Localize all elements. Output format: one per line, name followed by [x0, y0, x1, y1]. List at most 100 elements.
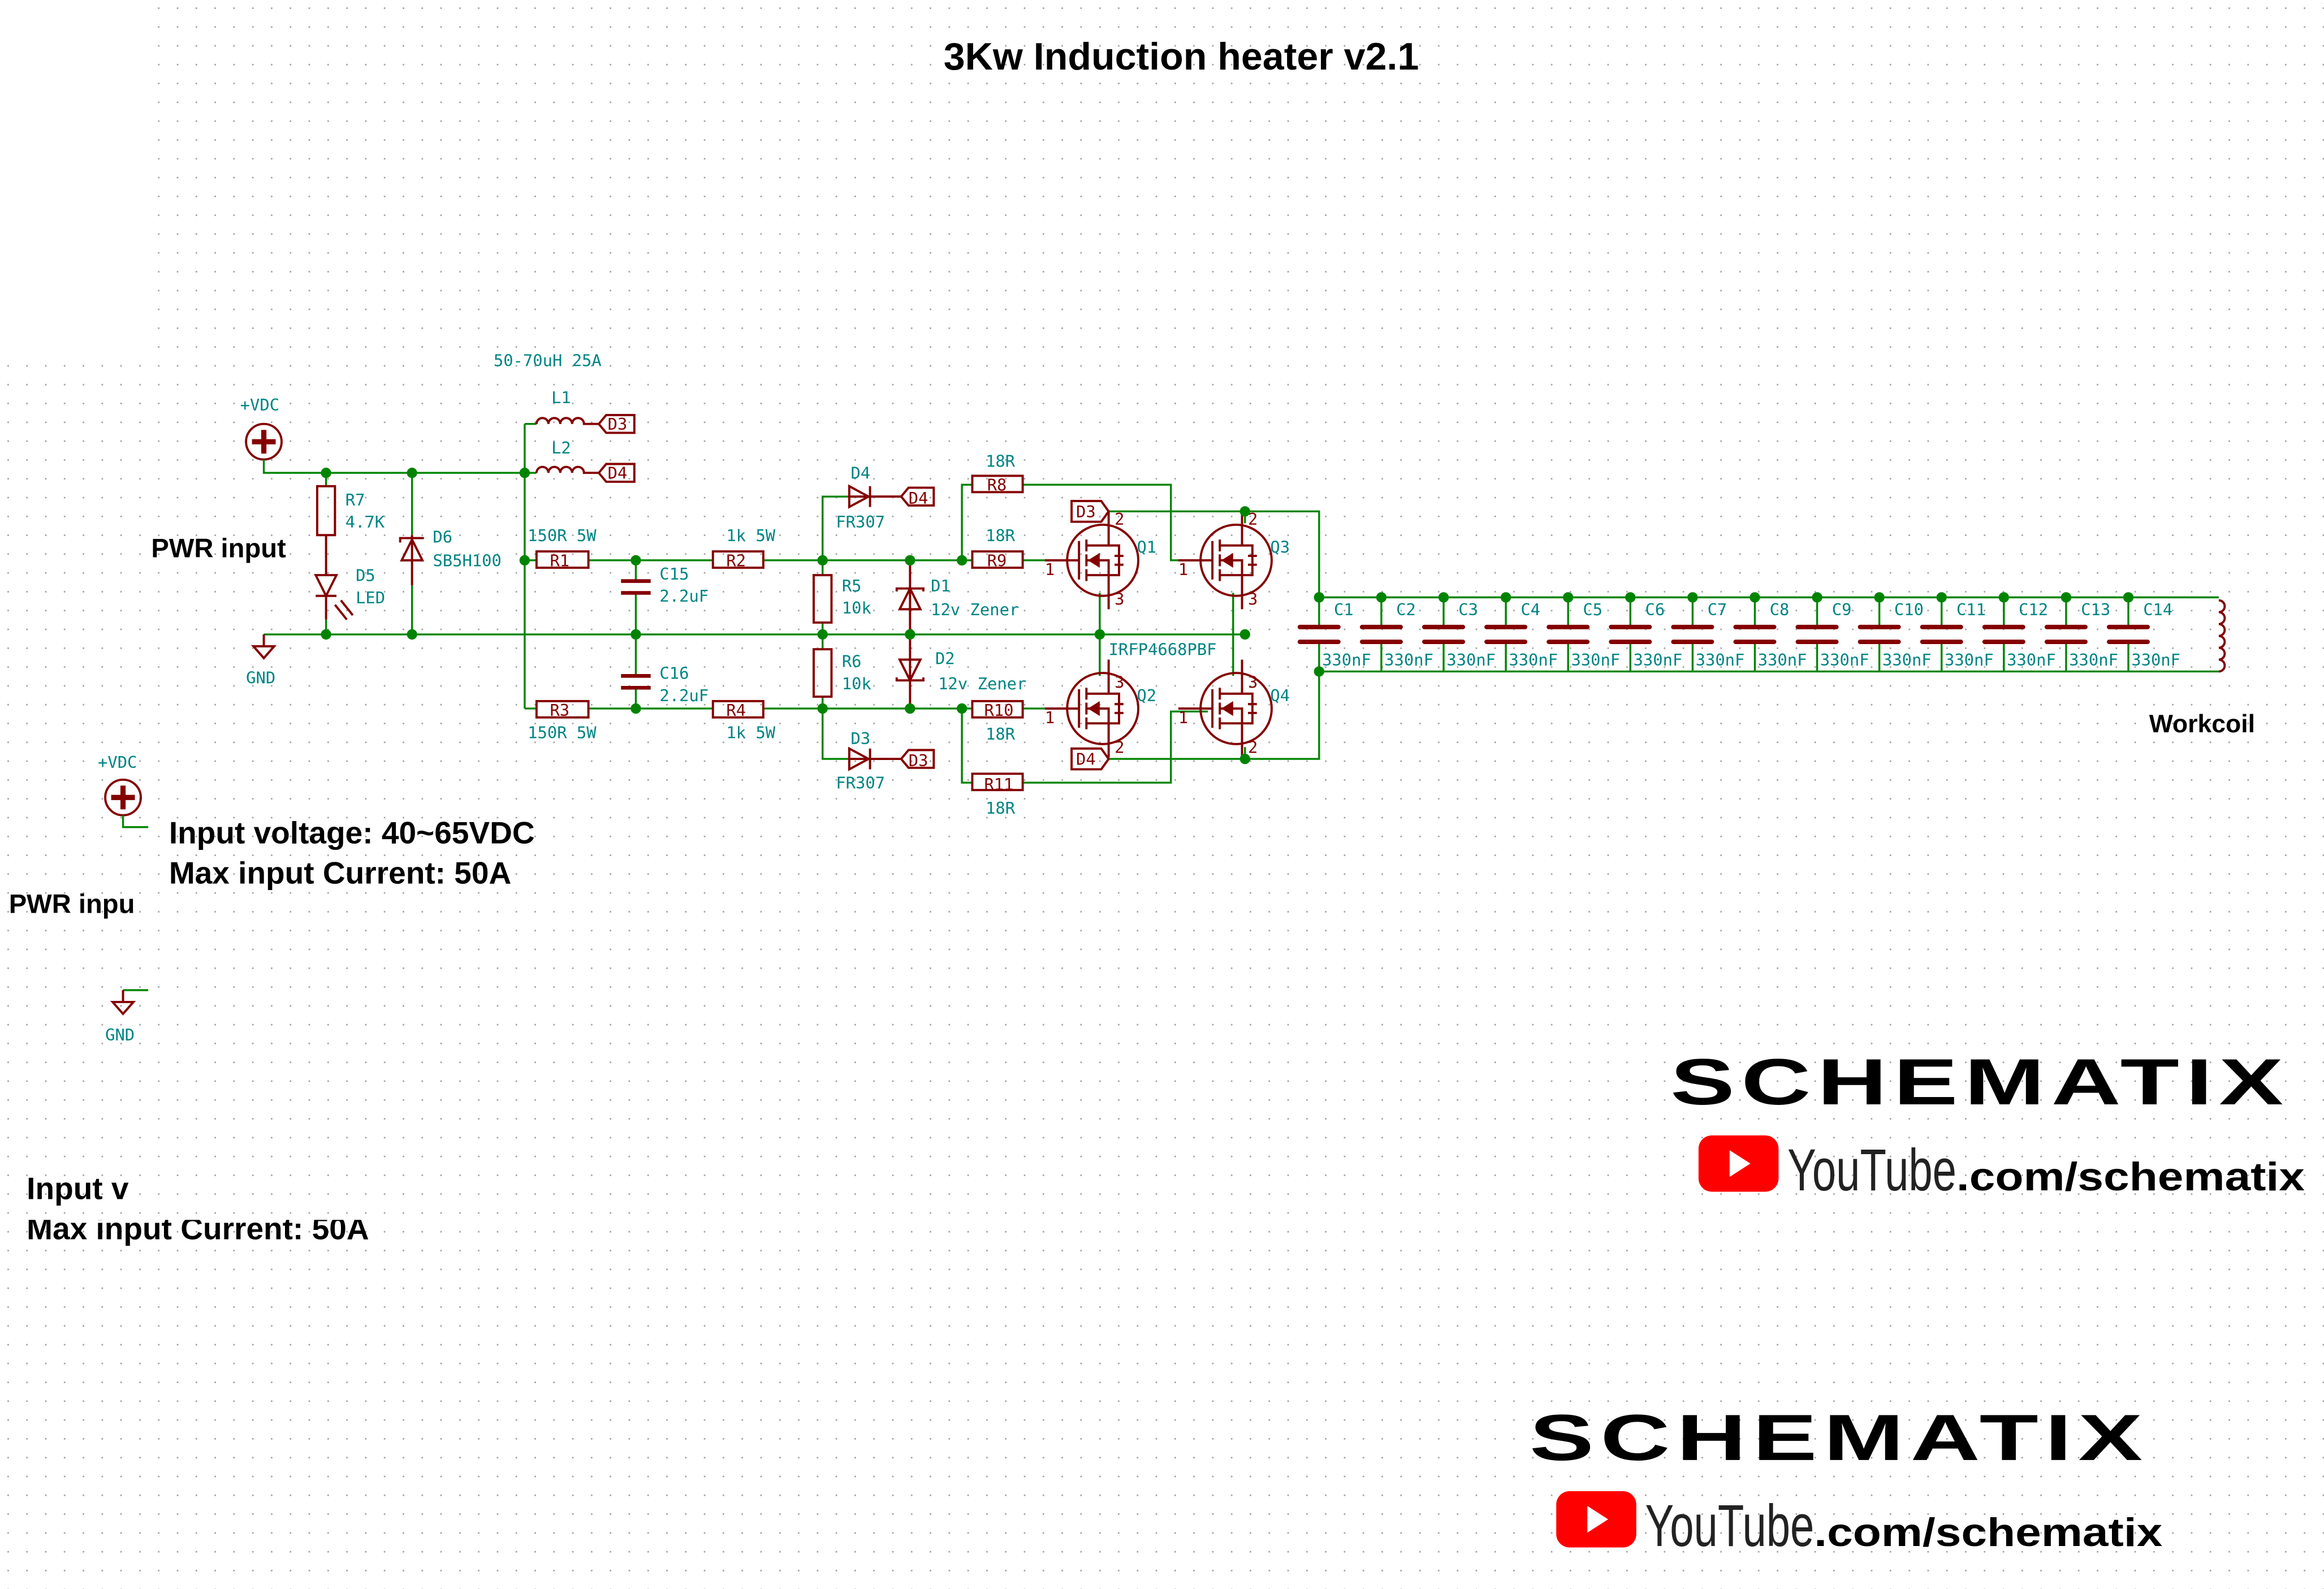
net-flag-d3: D3: [608, 414, 628, 434]
junction-dot: [817, 703, 828, 714]
capacitor-value: 330nF: [1571, 650, 1620, 670]
schematix-branding-1: SCHEMATIX YouTube .com/schematix: [1670, 1046, 2305, 1203]
capacitor-ref: C3: [1458, 600, 1478, 619]
capacitor-value: 330nF: [1509, 650, 1558, 670]
capacitor-ref: C5: [1583, 600, 1602, 619]
grid: [148, 0, 2324, 1589]
capacitor-C2: C2 330nF: [1359, 592, 1433, 672]
capacitor-C16: C16 2.2uF: [621, 634, 709, 709]
junction-dot: [1094, 629, 1105, 640]
capacitor-C13: C13 330nF: [2044, 592, 2118, 672]
net-flag-d4: D4: [909, 489, 928, 508]
pwr-input-label: PWR input: [151, 533, 286, 563]
capacitor-ref: C2: [1396, 600, 1416, 619]
D5-value: LED: [356, 588, 385, 607]
inductor-spec: 50-70uH 25A: [494, 351, 602, 370]
junction-dot: [1998, 592, 2010, 603]
net-flag-d4: D4: [1076, 750, 1096, 769]
R1-ref: R1: [550, 551, 569, 570]
Q3-ref: Q3: [1270, 538, 1290, 557]
capacitor-ref: C13: [2081, 600, 2110, 619]
L1-ref: L1: [551, 388, 571, 407]
zener-D6: D6 SB5H100: [399, 473, 502, 634]
junction-dot: [956, 703, 967, 714]
R5-value: 10k: [842, 598, 871, 618]
resistor-R1: R1 150R 5W: [528, 526, 597, 571]
junction-dot: [519, 555, 530, 566]
capacitor-value: 330nF: [1696, 650, 1745, 670]
gnd-symbol: GND: [246, 634, 277, 687]
gnd-label: GND: [246, 668, 275, 687]
max-current-note: Max input Current: 50A: [169, 855, 511, 890]
junction-dot: [817, 629, 828, 640]
capacitor-ref: C12: [2019, 600, 2048, 619]
junction-dot: [1376, 592, 1387, 603]
capacitor-value: 330nF: [1758, 650, 1807, 670]
pin-label: 2: [1115, 509, 1124, 529]
R8-value: 18R: [986, 452, 1016, 471]
capacitor-C5: C5 330nF: [1547, 592, 1620, 672]
capacitor-value: 330nF: [1384, 650, 1433, 670]
input-voltage-note: Input voltage: 40~65VDC: [169, 815, 535, 850]
diode-D3: D3 D3 FR307: [836, 729, 935, 793]
R10-value: 18R: [986, 724, 1016, 744]
resistor-R9: R9 18R: [971, 526, 1024, 570]
R1-value: 150R 5W: [528, 526, 597, 545]
inductor-L2: L2 D4: [535, 438, 636, 483]
junction-dot: [1812, 592, 1822, 603]
youtube-url[interactable]: .com/schematix: [1956, 1154, 2305, 1199]
capacitor-ref: C6: [1645, 600, 1665, 619]
junction-dot: [1750, 592, 1760, 603]
D6-ref: D6: [433, 527, 452, 546]
R10-ref: R10: [984, 701, 1013, 720]
D5-ref: D5: [356, 566, 375, 585]
zener-D1: D1 12v Zener: [895, 560, 1019, 634]
schematix-logo: SCHEMATIX: [1670, 1046, 2290, 1119]
ghost-gnd-label: GND: [105, 1025, 135, 1044]
R6-ref: R6: [842, 652, 862, 671]
resistor-R4: R4 1k 5W: [711, 699, 776, 742]
capacitor-ref: C7: [1708, 600, 1727, 619]
junction-dot: [905, 629, 915, 640]
pin-label: 3: [1248, 589, 1258, 608]
D1-value: 12v Zener: [931, 600, 1019, 619]
junction-dot: [1874, 592, 1885, 603]
D3-ref: D3: [851, 729, 871, 748]
D4-value: FR307: [836, 512, 885, 532]
inductor-L1: L1 D3: [535, 388, 636, 434]
capacitor-value: 330nF: [2069, 650, 2118, 670]
gate-pin-label: 1: [1045, 708, 1055, 727]
capacitor-ref: C11: [1956, 600, 1986, 619]
D3-value: FR307: [836, 774, 885, 793]
zener-D2: D2 12v Zener: [895, 634, 1026, 709]
R4-ref: R4: [726, 701, 746, 720]
R11-value: 18R: [986, 798, 1016, 818]
resistor-R3: R3 150R 5W: [528, 699, 597, 742]
net-flag-d4: D4: [608, 464, 628, 483]
youtube-url[interactable]: .com/schematix: [1814, 1510, 2162, 1555]
junction-dot: [519, 468, 530, 478]
D4-ref: D4: [851, 464, 871, 483]
D2-value: 12v Zener: [938, 674, 1026, 693]
D2-ref: D2: [935, 649, 955, 668]
junction-dot: [630, 703, 641, 714]
L2-ref: L2: [551, 438, 571, 457]
junction-dot: [1625, 592, 1636, 603]
net-flag-q1-drain: D3: [1070, 500, 1111, 523]
capacitor-ref: C1: [1334, 600, 1354, 619]
junction-dot: [2123, 592, 2134, 603]
D6-value: SB5H100: [433, 551, 502, 570]
R3-value: 150R 5W: [528, 723, 597, 742]
D1-ref: D1: [931, 576, 951, 595]
junction-dot: [1563, 592, 1574, 603]
R7-value: 4.7K: [345, 512, 385, 532]
junction-dot: [1239, 753, 1250, 765]
